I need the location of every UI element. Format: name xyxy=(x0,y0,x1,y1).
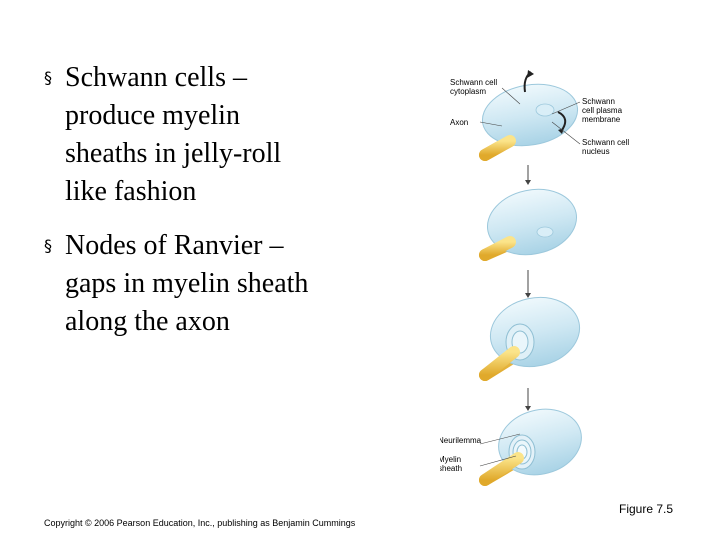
myelination-diagram: Schwann cell cytoplasm Axon Schwann cell… xyxy=(440,70,629,486)
label-myelin-sheath: sheath xyxy=(440,464,462,473)
down-arrow-icon xyxy=(525,270,531,298)
leader-line xyxy=(551,121,581,145)
figure-caption: Figure 7.5 xyxy=(619,502,674,516)
leader-line xyxy=(551,101,581,115)
bullet-text-line: produce myelin xyxy=(65,100,240,131)
label-nucleus: Schwann cell xyxy=(582,138,629,147)
stage-1-cell xyxy=(479,70,579,161)
label-membrane: Schwann xyxy=(582,97,615,106)
leader-line xyxy=(479,433,521,445)
label-schwann-cytoplasm: cytoplasm xyxy=(450,87,486,96)
bullet-text-line: like fashion xyxy=(65,176,197,207)
stage-3-cell xyxy=(479,296,581,381)
bullet-schwann-cells: § Schwann cells – produce myelin sheaths… xyxy=(44,62,404,212)
stage-2-cell xyxy=(479,188,578,261)
bullet-text-line: Schwann cells – xyxy=(65,62,247,93)
bullet-marker: § xyxy=(44,236,52,255)
label-schwann-cytoplasm: Schwann cell xyxy=(450,78,497,87)
bullet-text-line: gaps in myelin sheath xyxy=(65,268,309,299)
label-nucleus: nucleus xyxy=(582,147,610,156)
stage-4-cell xyxy=(479,408,582,486)
leader-line xyxy=(479,455,517,467)
label-myelin-sheath: Myelin xyxy=(440,455,461,464)
label-membrane: cell plasma xyxy=(582,106,623,115)
bullet-marker: § xyxy=(44,68,52,87)
bullet-text-line: Nodes of Ranvier – xyxy=(65,230,284,261)
bullet-text-line: sheaths in jelly-roll xyxy=(65,138,282,169)
label-neurilemma: Neurilemma xyxy=(440,436,482,445)
bullet-text-line: along the axon xyxy=(65,306,230,337)
copyright-notice: Copyright © 2006 Pearson Education, Inc.… xyxy=(44,518,356,528)
bullet-nodes-of-ranvier: § Nodes of Ranvier – gaps in myelin shea… xyxy=(44,230,404,350)
leader-line xyxy=(479,121,503,127)
down-arrow-icon xyxy=(525,165,531,185)
label-axon: Axon xyxy=(450,118,468,127)
down-arrow-icon xyxy=(525,388,531,411)
leader-line xyxy=(501,87,521,105)
label-membrane: membrane xyxy=(582,115,621,124)
